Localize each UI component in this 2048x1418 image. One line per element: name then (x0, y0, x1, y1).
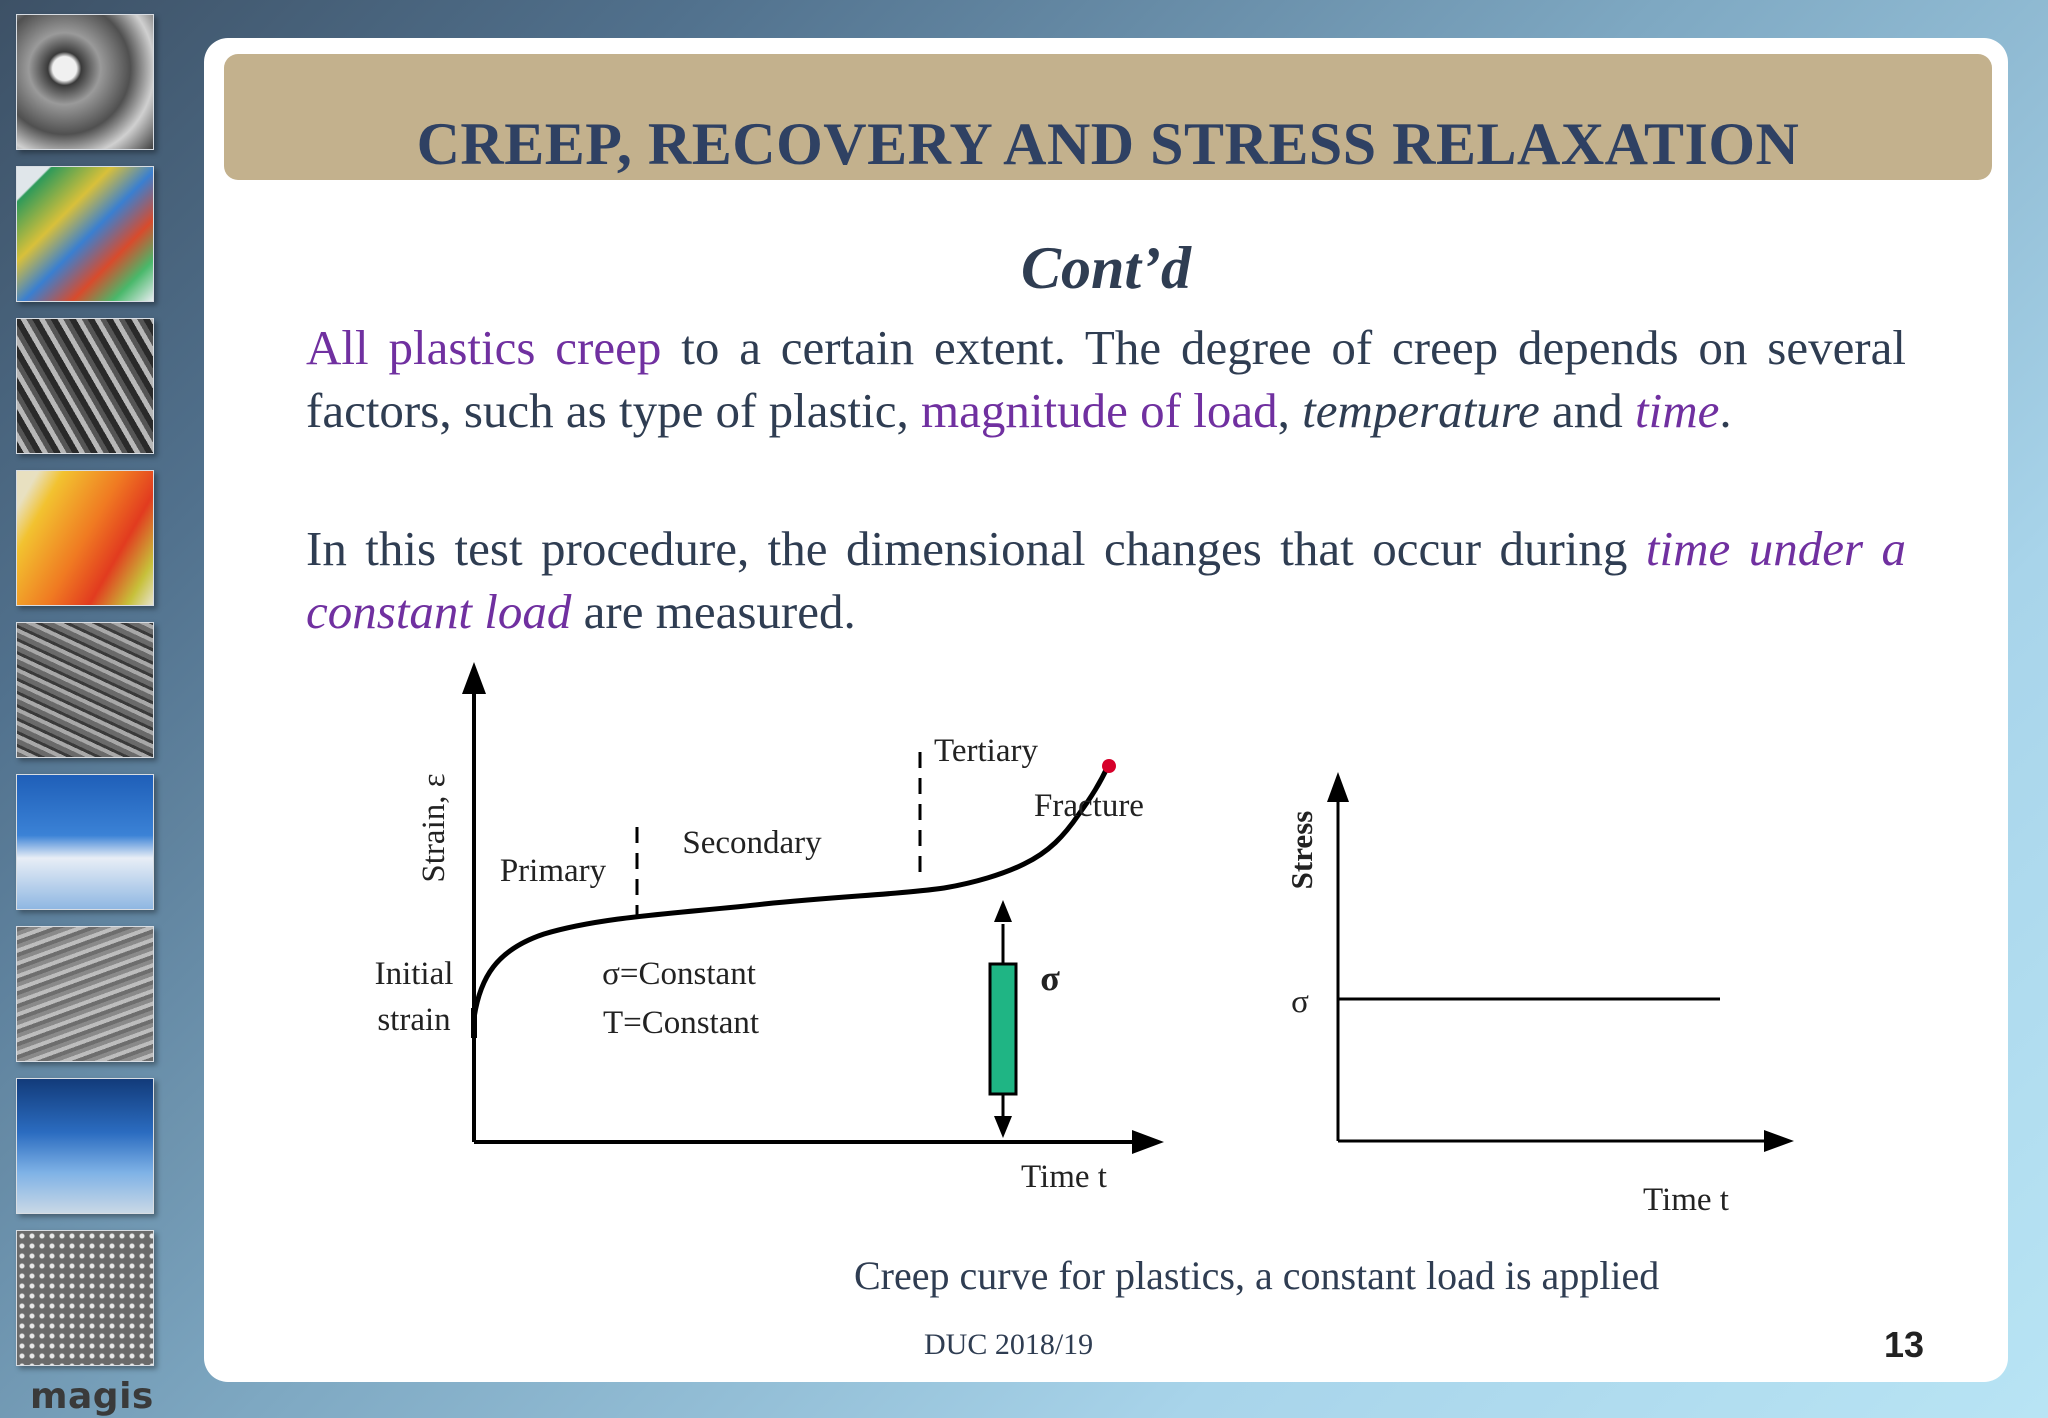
turbine-thumbnail (16, 14, 154, 150)
initial-strain-label-line1: Initial (375, 956, 454, 992)
stress-time-axis-arrowhead (1764, 1130, 1794, 1152)
paragraph-text: are measured. (571, 584, 856, 639)
stress-cube-thumbnail (16, 470, 154, 606)
micrograph-thumbnail (16, 1230, 154, 1366)
temperature-constant-label: T=Constant (603, 1005, 759, 1041)
initial-strain-label-line2: strain (377, 1002, 450, 1038)
paragraph-creep-factors: All plastics creep to a certain extent. … (306, 316, 1906, 442)
load-arrow-down (994, 1116, 1012, 1138)
paragraph-text: . (1719, 383, 1732, 438)
creep-curve-plot: Strain, ε Time t Initial strain Primary … (375, 662, 1164, 1195)
brand-logo: magis (30, 1376, 154, 1417)
creep-time-axis-label: Time t (1021, 1159, 1107, 1195)
sidebar: magis (16, 14, 156, 1417)
creep-curve (471, 764, 1111, 1019)
strain-axis-arrowhead (462, 662, 486, 694)
crack-thumbnail (16, 622, 154, 758)
paragraph-text: , (1277, 383, 1303, 438)
load-arrow-up (994, 900, 1012, 922)
paragraph-text: In this test procedure, the dimensional … (306, 521, 1646, 576)
stress-constant-label: σ=Constant (602, 956, 756, 992)
paragraph-text: and (1539, 383, 1636, 438)
figure-caption: Creep curve for plastics, a constant loa… (854, 1253, 1660, 1298)
stress-axis-arrowhead (1327, 772, 1349, 802)
highlight-time-under-constant-load: time under a constant load (306, 521, 1906, 639)
tensile-specimen: σ (988, 900, 1060, 1138)
emphasis-temperature: temperature (1302, 383, 1540, 438)
slide-title: CREEP, RECOVERY AND STRESS RELAXATION (416, 111, 1800, 177)
time-axis-arrowhead (1132, 1130, 1164, 1154)
creep-diagrams: Strain, ε Time t Initial strain Primary … (375, 662, 1794, 1218)
tertiary-region-label: Tertiary (934, 733, 1038, 769)
metal-surface-thumbnail (16, 926, 154, 1062)
fiber-thumbnail (16, 318, 154, 454)
stress-time-axis-label: Time t (1643, 1182, 1729, 1218)
paragraph-text: to a certain extent. The degree of creep… (306, 320, 1906, 438)
grain-block-thumbnail (16, 166, 154, 302)
stress-axis-label: Stress (1284, 811, 1319, 890)
slide-panel: CREEP, RECOVERY AND STRESS RELAXATION Co… (204, 38, 2008, 1382)
slide-subtitle: Cont’d (1020, 235, 1192, 301)
fracture-point-marker (1102, 759, 1116, 773)
wind-turbine-thumbnail (16, 1078, 154, 1214)
airplane-thumbnail (16, 774, 154, 910)
specimen-body (988, 962, 1018, 1096)
strain-axis-label: Strain, ε (416, 773, 452, 882)
title-bar: CREEP, RECOVERY AND STRESS RELAXATION (224, 54, 1992, 180)
highlight-magnitude-of-load: magnitude of load (921, 383, 1278, 438)
footer-text: DUC 2018/19 (924, 1328, 1094, 1361)
secondary-region-label: Secondary (682, 825, 822, 861)
fracture-label: Fracture (1034, 788, 1144, 824)
paragraph-test-procedure: In this test procedure, the dimensional … (306, 517, 1906, 643)
primary-region-label: Primary (500, 853, 607, 889)
page-number: 13 (1884, 1324, 1925, 1365)
stress-plot: Stress Time t σ (1284, 772, 1794, 1218)
applied-stress-label: σ (1040, 958, 1060, 998)
highlight-time: time (1635, 383, 1720, 438)
highlight-all-plastics-creep: All plastics creep (306, 320, 662, 375)
stress-level-label: σ (1291, 984, 1309, 1020)
